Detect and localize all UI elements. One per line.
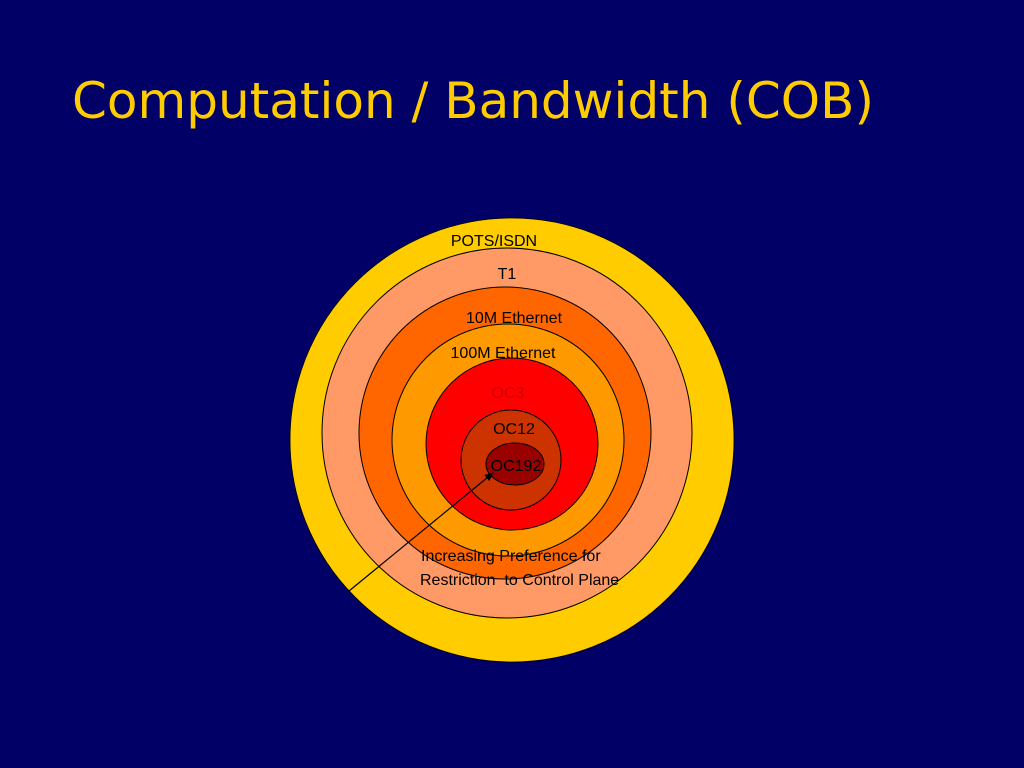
ring-oc192 (485, 442, 545, 486)
label-t1: T1 (498, 266, 517, 283)
label-pots-isdn: POTS/ISDN (451, 233, 537, 250)
label-10m-ethernet: 10M Ethernet (466, 310, 563, 327)
label-oc192: OC192 (491, 458, 542, 475)
slide-title: Computation / Bandwidth (COB) (72, 72, 874, 130)
arrow-note-line1: Increasing Preference for (421, 548, 601, 565)
arrow-note-line2: Restriction to Control Plane (420, 572, 619, 589)
preference-arrow (348, 472, 494, 592)
label-oc3: OC3 (492, 385, 525, 402)
label-100m-ethernet: 100M Ethernet (451, 345, 557, 362)
label-oc12: OC12 (493, 421, 535, 438)
